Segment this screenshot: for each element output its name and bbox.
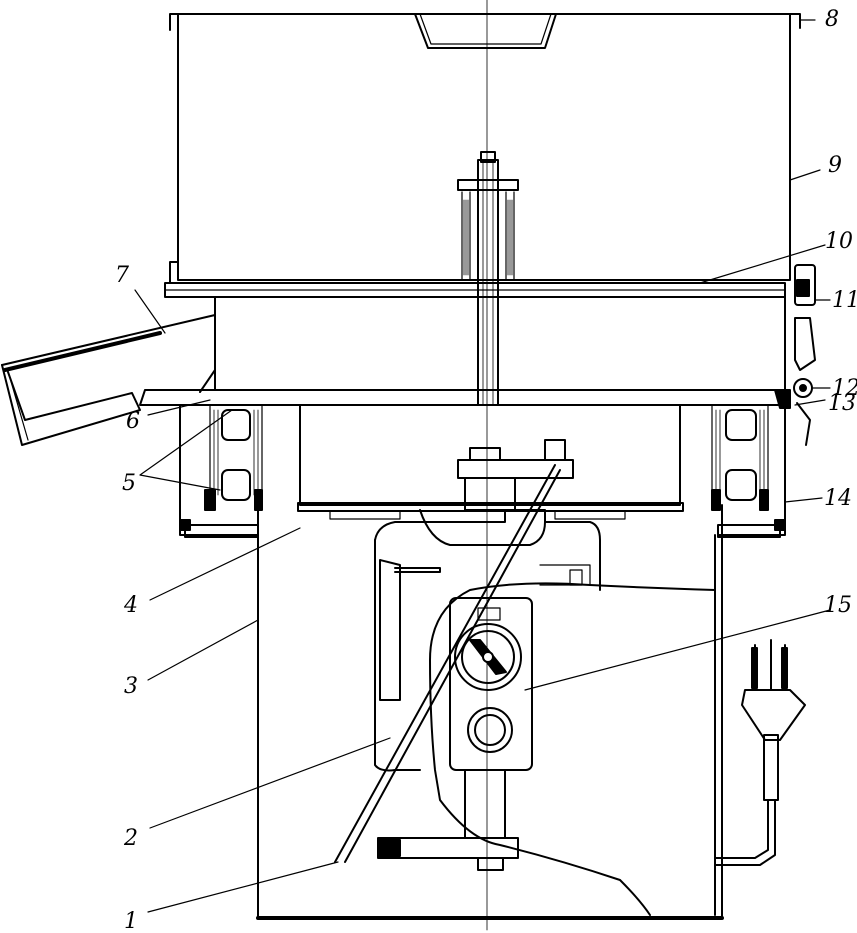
lower-hopper [214,296,786,391]
upper-hopper [169,13,801,283]
callout-7: 7 [115,263,129,288]
callout-3: 3 [124,674,138,699]
callout-11: 11 [832,288,857,313]
callout-1: 1 [124,909,138,933]
lower-pulley [377,769,519,871]
outer-casing [256,504,724,920]
callout-5: 5 [122,471,136,496]
discharge-chute [1,314,216,446]
electric-motor [374,509,601,772]
left-spring-mount [179,404,263,538]
callout-labels: 1 2 3 4 5 6 7 8 9 10 11 12 13 14 15 [115,7,857,933]
separator-disc [164,282,786,298]
base-plate [139,389,791,409]
drive-belt [334,464,561,863]
right-spring-mount [711,404,786,538]
control-panel [449,597,533,771]
callout-6: 6 [126,409,140,434]
central-spindle [457,151,519,406]
callout-8: 8 [825,7,839,32]
motor-support-frame [297,404,684,520]
upper-pulley [457,439,574,511]
callout-15: 15 [824,593,852,618]
callout-2: 2 [123,826,138,851]
power-plug [714,639,806,866]
callout-13: 13 [828,391,856,416]
callout-4: 4 [123,593,138,618]
cutaway-outline [429,582,716,916]
callout-9: 9 [828,153,842,178]
callout-12: 12 [832,376,857,401]
latch-fittings [793,264,816,446]
callout-10: 10 [825,229,853,254]
leader-lines [134,19,831,913]
callout-14: 14 [824,486,852,511]
